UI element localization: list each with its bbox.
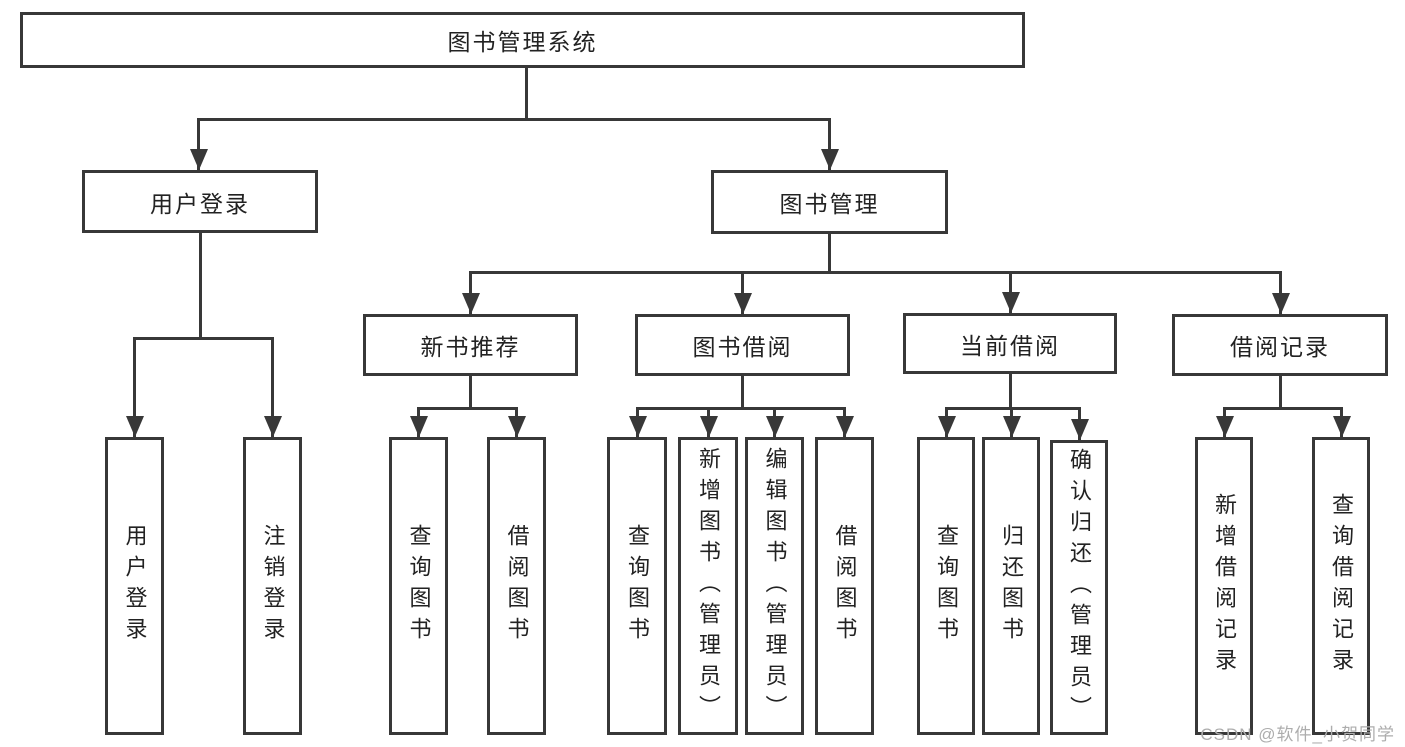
leaf-current-query-label: 查询图书: [934, 524, 959, 648]
arrow-down-connector: [1223, 407, 1226, 437]
node-borrow-records: 借阅记录: [1172, 314, 1388, 376]
connector-bookborrow-stem: [741, 376, 744, 407]
connector-currentborrow-stem: [1009, 374, 1012, 407]
node-book-management: 图书管理: [711, 170, 948, 234]
leaf-newbook-borrow: 借阅图书: [487, 437, 546, 735]
leaf-current-confirm-admin: 确认归还（管理员）: [1050, 440, 1108, 735]
arrow-down-connector: [1009, 271, 1012, 313]
connector-records-stem: [1279, 376, 1282, 407]
arrow-down-connector: [1279, 271, 1282, 314]
leaf-newbook-query-label: 查询图书: [406, 524, 432, 648]
leaf-current-query: 查询图书: [917, 437, 975, 735]
arrow-down-connector: [271, 337, 274, 437]
leaf-borrow-add-admin: 新增图书（管理员）: [678, 437, 738, 735]
leaf-borrow-add-admin-label: 新增图书（管理员）: [696, 446, 721, 726]
leaf-borrow-edit-admin-label: 编辑图书（管理员）: [762, 446, 788, 726]
leaf-borrow-borrow-label: 借阅图书: [832, 524, 858, 648]
arrow-down-connector: [636, 407, 639, 437]
arrow-down-connector: [707, 407, 710, 437]
leaf-current-return: 归还图书: [982, 437, 1040, 735]
node-root: 图书管理系统: [20, 12, 1025, 68]
leaf-logout-login-label: 注销登录: [260, 524, 286, 648]
connector-level2-rail: [197, 118, 831, 121]
leaf-borrow-query-label: 查询图书: [625, 524, 650, 648]
arrow-down-connector: [1340, 407, 1343, 437]
connector-bookmgmt-stem: [828, 234, 831, 271]
leaf-borrow-query: 查询图书: [607, 437, 667, 735]
leaf-borrow-edit-admin: 编辑图书（管理员）: [745, 437, 804, 735]
arrow-down-connector: [197, 118, 200, 170]
leaf-borrow-borrow: 借阅图书: [815, 437, 874, 735]
leaf-logout-login: 注销登录: [243, 437, 302, 735]
connector-records-rail: [1223, 407, 1342, 410]
connector-userlogin-stem: [199, 233, 202, 337]
connector-root-stem: [525, 68, 528, 118]
leaf-current-return-label: 归还图书: [999, 524, 1024, 648]
node-user-login: 用户登录: [82, 170, 318, 233]
leaf-records-add: 新增借阅记录: [1195, 437, 1253, 735]
arrow-down-connector: [843, 407, 846, 437]
leaf-records-query: 查询借阅记录: [1312, 437, 1370, 735]
arrow-down-connector: [1010, 407, 1013, 437]
arrow-down-connector: [828, 118, 831, 170]
arrow-down-connector: [1078, 407, 1081, 440]
arrow-down-connector: [945, 407, 948, 437]
leaf-newbook-borrow-label: 借阅图书: [504, 524, 530, 648]
leaf-user-login-label: 用户登录: [122, 524, 148, 648]
connector-userlogin-rail: [134, 337, 274, 340]
leaf-user-login: 用户登录: [105, 437, 164, 735]
node-new-book-recommend: 新书推荐: [363, 314, 578, 376]
leaf-newbook-query: 查询图书: [389, 437, 448, 735]
connector-newbook-stem: [469, 376, 472, 407]
connector-bookborrow-rail: [636, 407, 846, 410]
node-current-borrow: 当前借阅: [903, 313, 1117, 374]
arrow-down-connector: [773, 407, 776, 437]
connector-newbook-rail: [417, 407, 518, 410]
leaf-current-confirm-admin-label: 确认归还（管理员）: [1067, 448, 1092, 727]
arrow-down-connector: [469, 271, 472, 314]
connector-level3-rail: [469, 271, 1282, 274]
connector-currentborrow-rail: [945, 407, 1081, 410]
arrow-down-connector: [417, 407, 420, 437]
leaf-records-query-label: 查询借阅记录: [1329, 493, 1354, 679]
arrow-down-connector: [515, 407, 518, 437]
csdn-watermark: CSDN @软件_小贺同学: [1200, 725, 1395, 744]
node-book-borrow: 图书借阅: [635, 314, 850, 376]
leaf-records-add-label: 新增借阅记录: [1212, 493, 1237, 679]
arrow-down-connector: [133, 337, 136, 437]
arrow-down-connector: [741, 271, 744, 314]
